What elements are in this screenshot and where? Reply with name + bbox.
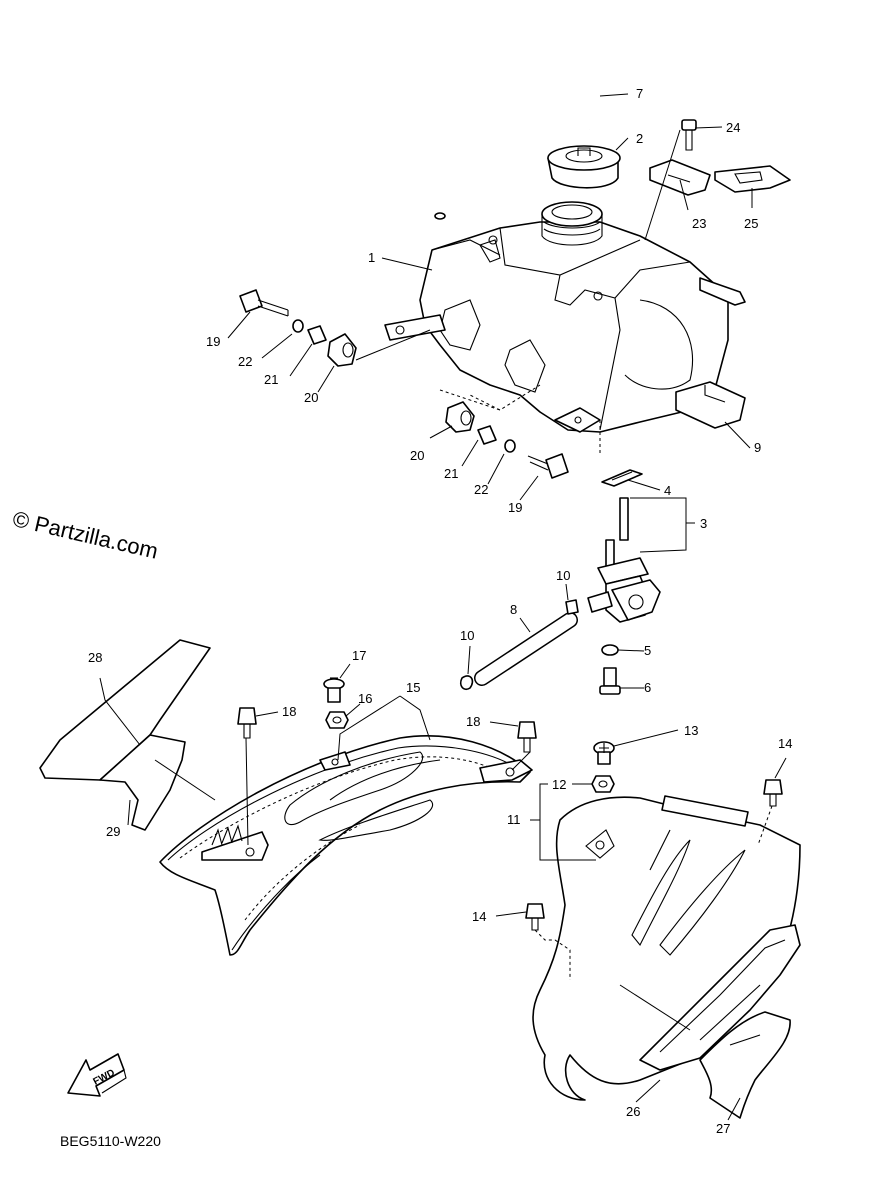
- callout-19-lower: 19: [508, 500, 522, 515]
- callout-6: 6: [644, 680, 651, 695]
- bolt-17: [323, 677, 345, 703]
- callout-20-lower: 20: [410, 448, 424, 463]
- callout-18-right: 18: [466, 714, 480, 729]
- callout-27: 27: [716, 1121, 730, 1136]
- clip-14-upper: [763, 779, 783, 807]
- band-25: [714, 165, 791, 193]
- callout-15: 15: [406, 680, 420, 695]
- graphic-27: [699, 1011, 791, 1119]
- callout-17: 17: [352, 648, 366, 663]
- bolt-19-upper: [239, 289, 289, 317]
- side-cover-15: [159, 735, 533, 956]
- callout-18-left: 18: [282, 704, 296, 719]
- bolt-13: [593, 741, 615, 765]
- callout-3: 3: [700, 516, 707, 531]
- callout-10-upper: 10: [556, 568, 570, 583]
- callout-24: 24: [726, 120, 740, 135]
- washer-22-upper: [292, 319, 304, 333]
- nut-12: [591, 775, 615, 793]
- damper-9: [675, 381, 746, 429]
- callout-19-upper: 19: [206, 334, 220, 349]
- fwd-arrow-icon: FWD: [67, 1053, 127, 1097]
- callout-10-lower: 10: [460, 628, 474, 643]
- callout-4: 4: [664, 483, 671, 498]
- callout-22-lower: 22: [474, 482, 488, 497]
- collar-21-upper: [307, 325, 327, 345]
- graphic-26: [639, 924, 801, 1071]
- callout-7: 7: [636, 86, 643, 101]
- washer-22-lower: [504, 439, 516, 453]
- callout-20-upper: 20: [304, 390, 318, 405]
- callout-12: 12: [552, 777, 566, 792]
- callout-5: 5: [644, 643, 651, 658]
- bolt-19-lower: [527, 453, 569, 479]
- callout-16: 16: [358, 691, 372, 706]
- callout-21-lower: 21: [444, 466, 458, 481]
- callout-26: 26: [626, 1104, 640, 1119]
- leader-lines: [99, 93, 787, 1121]
- fuel-cap: [547, 145, 621, 189]
- clip-18-right: [517, 721, 537, 753]
- bolt-24: [681, 119, 697, 151]
- washer-5: [601, 644, 619, 656]
- callout-25: 25: [744, 216, 758, 231]
- callout-labels: 1 2 3 4 5 6 7 8 9 10 10 11 12 13 14 14 1…: [88, 86, 792, 1136]
- fuel-hose: [474, 612, 578, 686]
- diagram-code: BEG5110-W220: [60, 1133, 161, 1149]
- clip-18-left: [237, 707, 257, 739]
- clip-14-lower: [525, 903, 545, 931]
- collar-21-lower: [477, 425, 497, 445]
- callout-13: 13: [684, 723, 698, 738]
- callout-9: 9: [754, 440, 761, 455]
- breather-hose: [434, 73, 596, 220]
- clip-10-upper: [565, 599, 579, 615]
- grommet-20-upper: [327, 333, 357, 367]
- fuel-cock: [587, 497, 661, 623]
- callout-29: 29: [106, 824, 120, 839]
- callout-22-upper: 22: [238, 354, 252, 369]
- callout-11: 11: [507, 812, 521, 827]
- grommet-20-lower: [445, 401, 475, 433]
- screw-6: [599, 667, 621, 695]
- callout-8: 8: [510, 602, 517, 617]
- callout-21-upper: 21: [264, 372, 278, 387]
- callout-14-upper: 14: [778, 736, 792, 751]
- callout-28: 28: [88, 650, 102, 665]
- fuel-tank: [384, 201, 746, 455]
- side-cover-11: [532, 795, 801, 1101]
- callout-14-lower: 14: [472, 909, 486, 924]
- clip-10-lower: [459, 675, 474, 691]
- graphic-28: [39, 639, 211, 831]
- callout-2: 2: [636, 131, 643, 146]
- nut-16: [325, 711, 349, 729]
- callout-1: 1: [368, 250, 375, 265]
- gasket-4: [601, 469, 643, 487]
- clip-23: [649, 159, 711, 196]
- callout-23: 23: [692, 216, 706, 231]
